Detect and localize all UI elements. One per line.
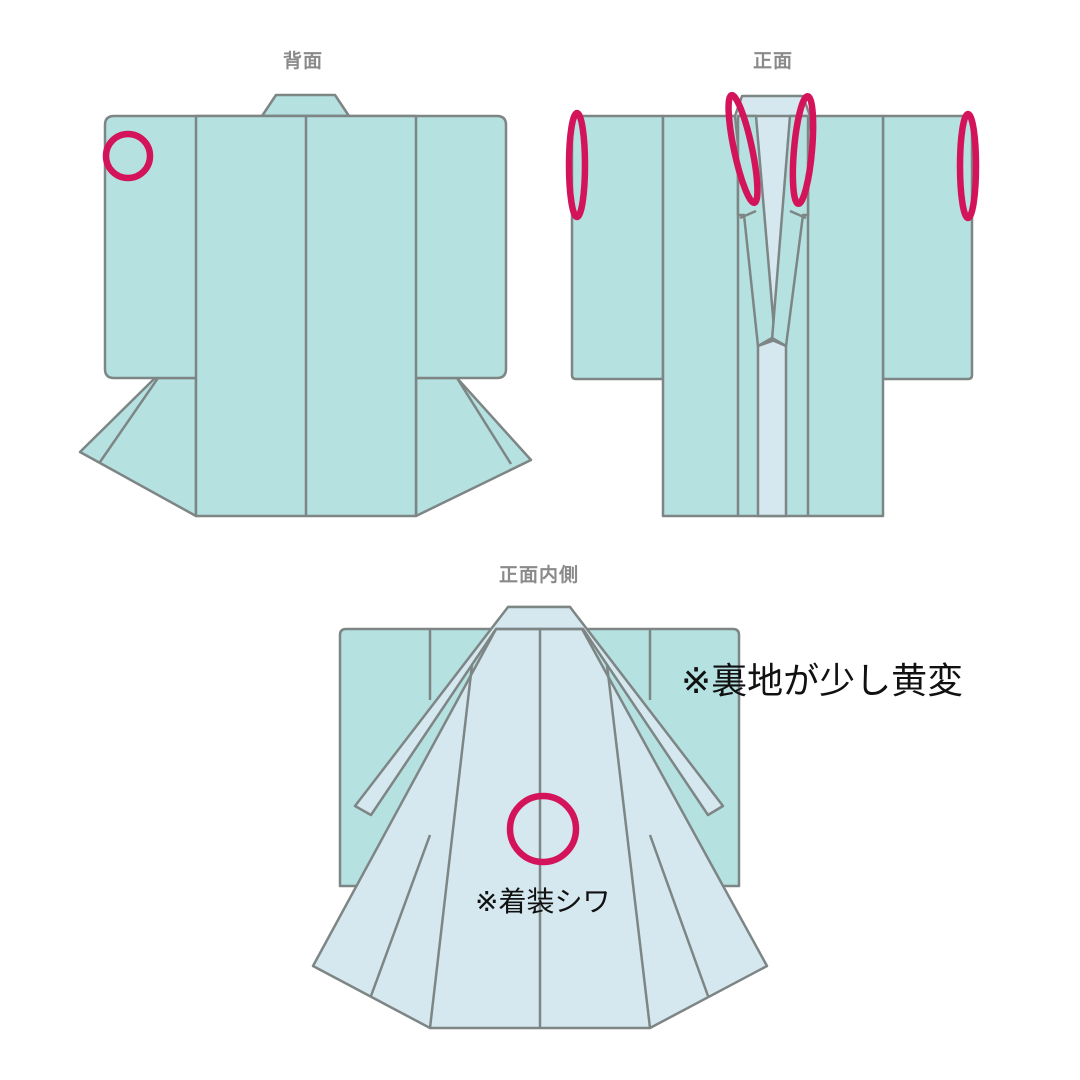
- front-view: [565, 91, 980, 518]
- damage-marker-right-cuff: [956, 110, 980, 222]
- back-view-title: 背面: [282, 50, 324, 72]
- back-collar: [260, 93, 351, 118]
- inside-view-title: 正面内側: [498, 564, 580, 586]
- back-left-skirt: [78, 376, 198, 518]
- damage-marker-left-cuff: [565, 109, 589, 221]
- damage-marker-back-sleeve: [102, 130, 154, 182]
- lining-yellowing-note: ※裏地が少し黄変: [681, 661, 964, 702]
- front-right-lapel: [770, 114, 810, 348]
- damage-marker-inside-back: [506, 792, 580, 866]
- damage-marker-left-collar: [725, 91, 761, 207]
- damage-marker-right-collar: [789, 92, 817, 208]
- front-view-title: 正面: [752, 50, 794, 72]
- back-view: [78, 93, 533, 518]
- back-right-skirt: [414, 376, 533, 518]
- inside-view: [311, 605, 769, 1030]
- wearing-wrinkles-note: ※着装シワ: [475, 885, 611, 918]
